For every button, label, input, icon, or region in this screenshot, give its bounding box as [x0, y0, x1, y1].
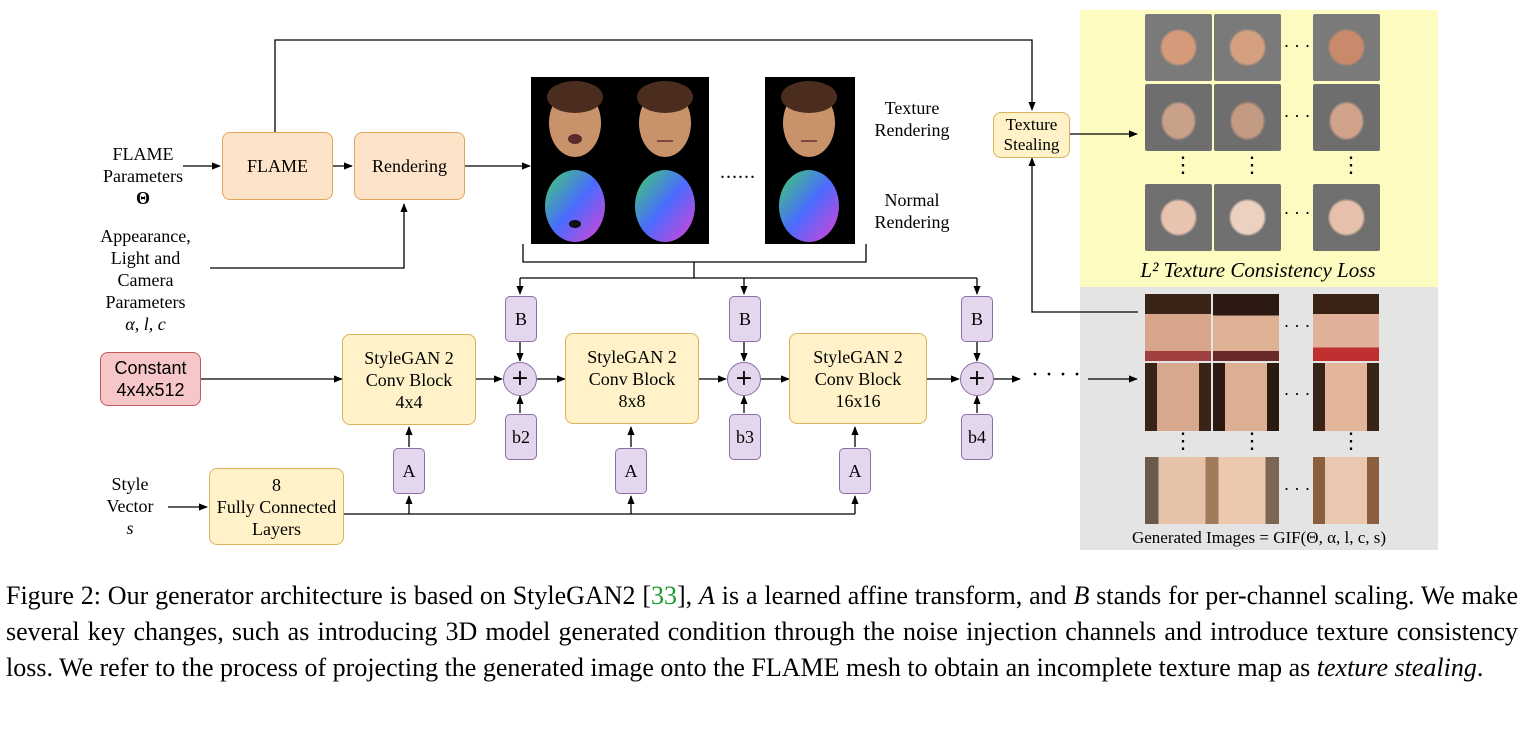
generated-image-3-n [1313, 457, 1379, 524]
style-vector-label: Style Vector s [106, 474, 154, 538]
stolen-texture-1-1 [1145, 14, 1212, 81]
gen-row3-dots: · · · [1283, 479, 1311, 499]
generated-image-2-1 [1145, 363, 1211, 431]
texture-rendering-face-n [781, 81, 837, 157]
affine-a-box-1: A [393, 448, 425, 494]
generated-image-3-1 [1145, 457, 1279, 524]
citation-link[interactable]: 33 [651, 581, 678, 610]
generated-image-2-n [1313, 363, 1379, 431]
noise-b4: b4 [961, 414, 993, 460]
loss-row2-dots: · · · [1283, 106, 1311, 126]
normal-rendering-face-1 [545, 170, 605, 242]
generated-image-1-n [1313, 294, 1379, 361]
b-scaling-box-3: B [961, 296, 993, 342]
stolen-texture-2-1 [1145, 84, 1212, 151]
affine-a-box-2: A [615, 448, 647, 494]
gen-vdots-1: ⋮ [1172, 428, 1194, 453]
trailing-dots: · · · · [1031, 362, 1081, 388]
generated-image-1-1 [1145, 294, 1211, 361]
stolen-texture-1-n [1313, 14, 1380, 81]
b-scaling-box-2: B [729, 296, 761, 342]
generated-image-2-2 [1213, 363, 1279, 431]
texture-consistency-loss-label: L² Texture Consistency Loss [1140, 258, 1376, 282]
generated-images-label: Generated Images = GIF(Θ, α, l, c, s) [1131, 528, 1387, 547]
stolen-texture-3-1 [1145, 184, 1212, 251]
connector-lines [168, 39, 1138, 515]
texture-rendering-label: Texture Rendering [874, 98, 950, 140]
normal-rendering-label: Normal Rendering [874, 190, 950, 232]
generated-image-1-2 [1213, 294, 1279, 361]
render-ellipsis: ...... [720, 161, 756, 183]
flame-block: FLAME [222, 132, 333, 200]
stolen-texture-2-2 [1214, 84, 1281, 151]
flame-parameters-label: FLAME Parameters Θ [103, 144, 183, 208]
gen-row2-dots: · · · [1283, 384, 1311, 404]
noise-b3: b3 [729, 414, 761, 460]
gen-vdots-3: ⋮ [1340, 428, 1362, 453]
noise-b2: b2 [505, 414, 537, 460]
normal-rendering-face-2 [635, 170, 695, 242]
plus-node-2: + [727, 362, 761, 396]
loss-vdots-1: ⋮ [1172, 152, 1194, 177]
loss-row1-dots: · · · [1283, 36, 1311, 56]
texture-rendering-face-1 [547, 81, 603, 157]
plus-node-3: + [960, 362, 994, 396]
loss-vdots-2: ⋮ [1241, 152, 1263, 177]
stolen-texture-2-n [1313, 84, 1380, 151]
gen-row1-dots: · · · [1283, 316, 1311, 336]
figure-caption: Figure 2: Our generator architecture is … [6, 581, 1518, 682]
affine-a-box-3: A [839, 448, 871, 494]
rendered-faces-panel: ...... [531, 77, 855, 244]
stolen-texture-1-2 [1214, 14, 1281, 81]
normal-rendering-face-n [779, 170, 839, 242]
loss-vdots-3: ⋮ [1340, 152, 1362, 177]
stolen-texture-3-2 [1214, 184, 1281, 251]
stolen-texture-3-n [1313, 184, 1380, 251]
rendering-block: Rendering [354, 132, 465, 200]
loss-row3-dots: · · · [1283, 203, 1311, 223]
gen-vdots-2: ⋮ [1241, 428, 1263, 453]
appearance-parameters-label: Appearance, Light and Camera Parameters … [100, 226, 191, 334]
texture-rendering-face-2 [637, 81, 693, 157]
b-scaling-box-1: B [505, 296, 537, 342]
plus-node-1: + [503, 362, 537, 396]
